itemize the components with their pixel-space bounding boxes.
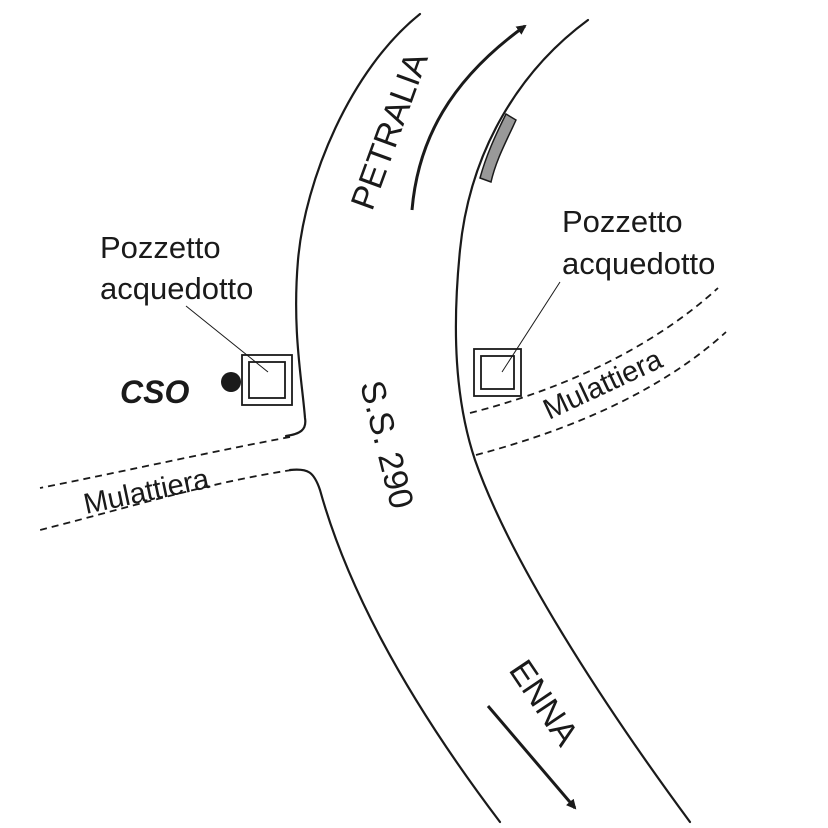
road-left-edge-south (288, 468, 502, 824)
right-manhole-leader-line (501, 281, 561, 373)
road-name-label: S.S. 290 (352, 377, 420, 513)
left-manhole-leader-line (185, 305, 269, 373)
right-manhole-label-line1: Pozzetto (562, 204, 683, 239)
right-mule-track-upper (469, 287, 719, 414)
right-manhole-symbol (473, 348, 522, 397)
left-manhole-label-line1: Pozzetto (100, 230, 221, 265)
petralia-direction-label: PETRALIA (344, 47, 436, 215)
right-mule-track-lower (475, 331, 727, 456)
left-mule-track-upper (39, 436, 291, 489)
left-mule-track-label: Mulattiera (81, 463, 213, 521)
road-right-edge (454, 18, 692, 824)
roadside-marker-strip (479, 112, 517, 183)
cso-point-marker (221, 372, 241, 392)
left-manhole-symbol (241, 354, 293, 406)
cso-label: CSO (120, 374, 189, 410)
right-manhole-label-line2: acquedotto (562, 246, 715, 281)
enna-direction-arrow (486, 705, 577, 810)
left-manhole-label-line2: acquedotto (100, 271, 253, 306)
right-mule-track-label: Mulattiera (538, 343, 668, 426)
petralia-direction-arrow (410, 24, 527, 211)
road-left-edge-north (284, 12, 422, 438)
